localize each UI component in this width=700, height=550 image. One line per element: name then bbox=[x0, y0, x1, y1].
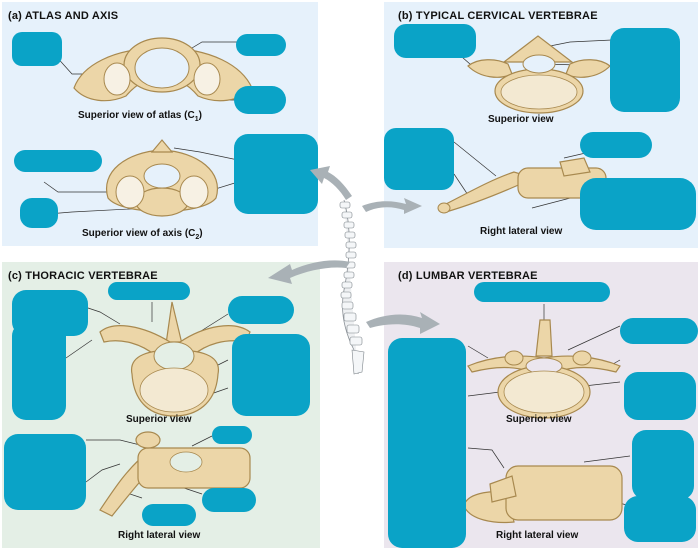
panel-thoracic: (c) THORACIC VERTEBRAE bbox=[2, 262, 320, 548]
label-cover bbox=[624, 372, 696, 420]
lumbar-lateral-caption: Right lateral view bbox=[496, 530, 579, 541]
lumbar-superior-caption: Superior view bbox=[506, 414, 572, 425]
panel-title: (d) LUMBAR VERTEBRAE bbox=[398, 270, 538, 282]
label-cover bbox=[232, 334, 310, 416]
lumbar-illustration bbox=[463, 304, 631, 524]
label-cover bbox=[580, 178, 696, 230]
label-cover bbox=[12, 32, 62, 66]
panel-title: (a) ATLAS AND AXIS bbox=[8, 10, 119, 22]
label-cover bbox=[620, 318, 698, 344]
label-cover bbox=[624, 496, 696, 542]
label-cover bbox=[14, 150, 102, 172]
label-cover bbox=[388, 338, 466, 548]
label-cover bbox=[236, 34, 286, 56]
thoracic-illustration bbox=[65, 301, 251, 517]
label-cover bbox=[228, 296, 294, 324]
atlas-superior-illustration bbox=[43, 37, 253, 217]
cervical-lateral-caption: Right lateral view bbox=[480, 226, 563, 237]
label-cover bbox=[4, 434, 86, 510]
panel-title: (b) TYPICAL CERVICAL VERTEBRAE bbox=[398, 10, 598, 22]
atlas-caption: Superior view of atlas (C1) bbox=[78, 110, 202, 123]
panel-title: (c) THORACIC VERTEBRAE bbox=[8, 270, 158, 282]
label-cover bbox=[12, 322, 66, 420]
label-cover bbox=[474, 282, 610, 302]
label-cover bbox=[20, 198, 58, 228]
panel-cervical: (b) TYPICAL CERVICAL VERTEBRAE Super bbox=[384, 2, 698, 248]
thoracic-lateral-caption: Right lateral view bbox=[118, 530, 201, 541]
label-cover bbox=[632, 430, 694, 500]
label-cover bbox=[580, 132, 652, 158]
label-cover bbox=[142, 504, 196, 526]
label-cover bbox=[394, 24, 476, 58]
cervical-superior-caption: Superior view bbox=[488, 114, 554, 125]
axis-caption: Superior view of axis (C2) bbox=[82, 228, 203, 241]
spine-illustration bbox=[339, 199, 365, 375]
label-cover bbox=[384, 128, 454, 190]
label-cover bbox=[202, 488, 256, 512]
label-cover bbox=[234, 86, 286, 114]
thoracic-superior-caption: Superior view bbox=[126, 414, 192, 425]
label-cover bbox=[212, 426, 252, 444]
label-cover bbox=[610, 28, 680, 112]
panel-lumbar: (d) LUMBAR VERTEBRAE bbox=[384, 262, 698, 548]
label-cover bbox=[234, 134, 318, 214]
panel-atlas-axis: (a) ATLAS AND AXIS bbox=[2, 2, 318, 246]
label-cover bbox=[108, 282, 190, 300]
